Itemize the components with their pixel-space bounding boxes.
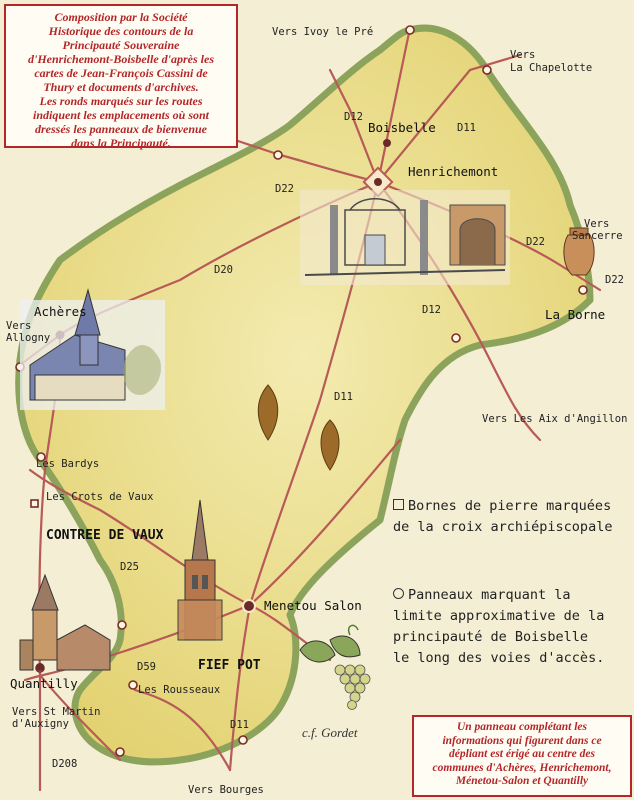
road-d12-mid: D12	[422, 304, 441, 316]
region-fief-pot: FIEF POT	[198, 658, 261, 673]
legend-text: Bornes de pierre marquées	[408, 498, 612, 514]
road-d22-right: D22	[526, 236, 545, 248]
menetou-church-illustration	[177, 499, 223, 641]
road-d208: D208	[52, 758, 78, 770]
legend-line: Bornes de pierre marquées	[393, 496, 612, 517]
legend-line: Panneaux marquant la	[393, 585, 604, 606]
forest-leaves	[257, 384, 340, 471]
direction-la-chapelotte-1: Vers	[510, 49, 536, 61]
legend-line: limite approximative de la	[393, 606, 604, 627]
sancerre-pot-illustration	[563, 227, 595, 276]
boundary-stones	[30, 499, 39, 508]
quantilly-church-illustration	[19, 573, 111, 671]
footer-line: dépliant est érigé au centre des	[449, 748, 595, 760]
direction-st-martin-2: d'Auxigny	[12, 718, 69, 730]
intro-line: d'Henrichemont-Boisbelle d'après les	[28, 52, 214, 66]
direction-bourges: Vers Bourges	[188, 784, 264, 796]
footer-line: informations qui figurent dans ce	[442, 734, 602, 747]
intro-line: dressés les panneaux de bienvenue	[35, 122, 207, 136]
place-les-bardys: Les Bardys	[36, 458, 100, 470]
road-d59: D59	[137, 661, 156, 673]
legend-text: Panneaux marquant la	[408, 587, 571, 603]
place-acheres: Achères	[34, 304, 87, 319]
direction-st-martin-1: Vers St Martin	[12, 706, 101, 718]
artist-signature: c.f. Gordet	[302, 725, 358, 740]
footer-text-box: Un panneau complétant les informations q…	[412, 715, 632, 797]
direction-sancerre-2: Sancerre	[572, 230, 623, 242]
footer-line: communes d'Achères, Henrichemont,	[432, 761, 612, 774]
square-symbol-icon	[393, 499, 404, 510]
place-boisbelle: Boisbelle	[368, 120, 436, 135]
intro-line: Les ronds marqués sur les routes	[39, 94, 203, 108]
road-d11-top: D11	[457, 122, 476, 134]
legend-welcome-signs: Panneaux marquant la limite approximativ…	[393, 585, 604, 669]
legend-text: limite approximative de la	[393, 608, 605, 624]
legend-line: principauté de Boisbelle	[393, 627, 604, 648]
legend-text: de la croix archiépiscopale	[393, 519, 613, 535]
direction-allogny-1: Vers	[6, 320, 32, 332]
town-markers	[36, 139, 394, 671]
direction-les-aix-dangillon: Vers Les Aix d'Angillon	[482, 413, 628, 425]
henrichemont-fountain-illustration	[300, 190, 510, 285]
direction-ivoy-le-pre: Vers Ivoy le Pré	[272, 26, 374, 38]
legend-text: le long des voies d'accès.	[393, 650, 605, 666]
road-d12-top: D12	[344, 111, 363, 123]
direction-sancerre-1: Vers	[584, 218, 610, 230]
footer-line: Ménetou-Salon et Quantilly	[455, 775, 589, 787]
legend-boundary-stones: Bornes de pierre marquées de la croix ar…	[393, 496, 612, 538]
intro-text-box: Composition par la Société Historique de…	[4, 4, 238, 150]
road-d22-far: D22	[605, 274, 624, 286]
place-menetou-salon: Menetou Salon	[264, 598, 362, 613]
legend-line: de la croix archiépiscopale	[393, 517, 612, 538]
road-d22-left: D22	[275, 183, 294, 195]
grapes-illustration	[299, 624, 371, 710]
place-les-crots-de-vaux: Les Crots de Vaux	[46, 491, 154, 503]
place-la-borne: La Borne	[545, 307, 606, 322]
direction-allogny-2: Allogny	[6, 332, 51, 344]
sign-markers	[15, 25, 588, 757]
legend-text: principauté de Boisbelle	[393, 629, 589, 645]
region-contree-de-vaux: CONTREE DE VAUX	[46, 528, 164, 543]
intro-line: indiquent les emplacements où sont	[32, 108, 209, 122]
intro-line: cartes de Jean-François Cassini de	[34, 66, 208, 80]
intro-line: Composition par la Société	[54, 10, 188, 24]
road-d25: D25	[120, 561, 139, 573]
intro-line: Historique des contours de la	[48, 24, 194, 38]
road-d11-bottom: D11	[230, 719, 249, 731]
place-quantilly: Quantilly	[10, 676, 78, 691]
circle-symbol-icon	[393, 588, 404, 599]
place-les-rousseaux: Les Rousseaux	[138, 684, 221, 696]
road-d20: D20	[214, 264, 233, 276]
intro-line: Thury et documents d'archives.	[43, 80, 199, 94]
intro-line: dans la Principauté.	[71, 136, 171, 150]
acheres-church-illustration	[20, 288, 165, 410]
place-henrichemont: Henrichemont	[408, 164, 499, 179]
footer-line: Un panneau complétant les	[456, 721, 588, 733]
direction-la-chapelotte-2: La Chapelotte	[510, 62, 593, 74]
road-d11-mid: D11	[334, 391, 353, 403]
intro-line: Principauté Souveraine	[62, 38, 180, 52]
legend-line: le long des voies d'accès.	[393, 648, 604, 669]
